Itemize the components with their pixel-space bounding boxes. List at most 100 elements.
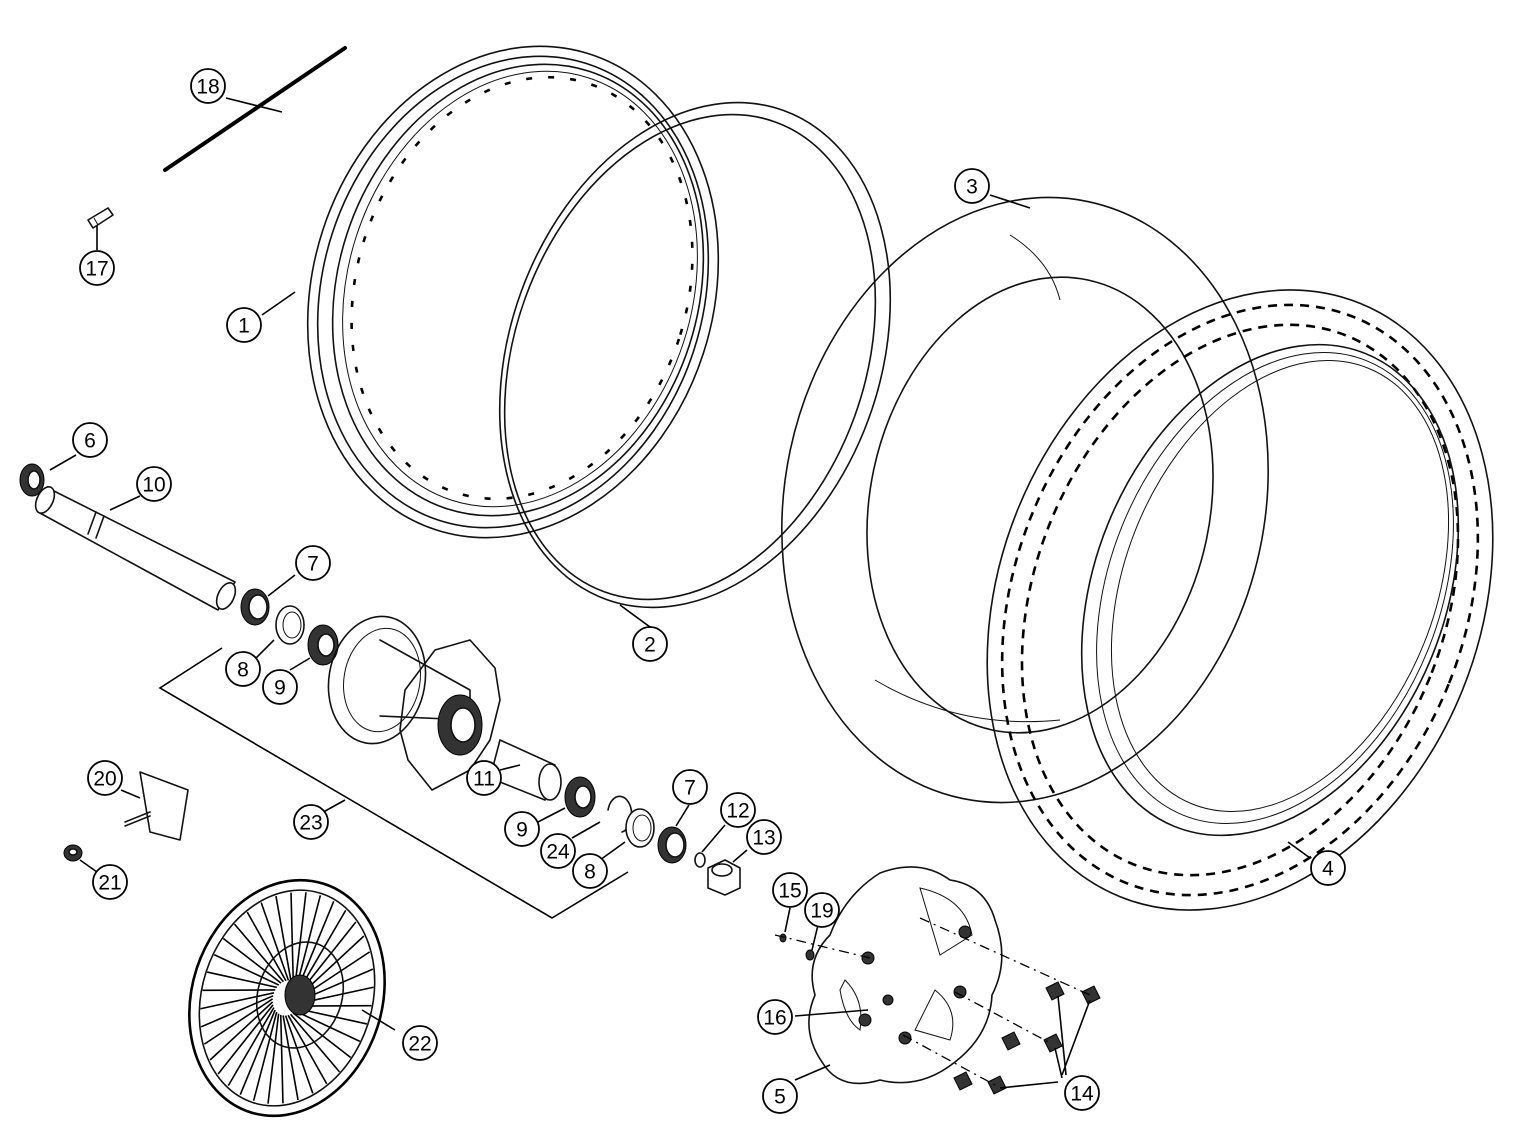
callout-21: 21 <box>92 864 128 900</box>
part-spacer-8-left <box>275 605 305 645</box>
wheel-spoke <box>233 923 285 983</box>
callout-9-left: 9 <box>262 669 298 705</box>
part-rim-band <box>498 101 892 609</box>
callout-label: 17 <box>85 258 108 281</box>
callout-label: 14 <box>1070 1083 1094 1106</box>
callout-14: 14 <box>1064 1075 1100 1111</box>
callout-20: 20 <box>87 760 123 796</box>
callout-label: 22 <box>408 1033 431 1056</box>
callout-label: 8 <box>584 861 596 884</box>
wheel-spoke <box>290 892 295 982</box>
callout-1: 1 <box>226 307 262 343</box>
wheel-spoke <box>279 1014 284 1104</box>
wheel-spoke <box>299 909 347 989</box>
callout-label: 18 <box>196 76 219 99</box>
callout-12: 12 <box>720 792 756 828</box>
part-disc-bolts <box>953 981 1101 1095</box>
callout-label: 24 <box>546 841 570 864</box>
leader-lines <box>49 97 1311 1089</box>
callout-label: 8 <box>237 659 249 682</box>
wheel-spoke <box>260 902 290 981</box>
callout-label: 2 <box>644 634 656 657</box>
callout-11: 11 <box>466 760 502 796</box>
part-seal-7-left <box>240 588 270 626</box>
wheel-spoke <box>294 1010 361 1043</box>
hub-assembly-bracket <box>158 647 629 919</box>
part-rim-lock-nut <box>63 844 83 862</box>
part-tire <box>986 289 1494 911</box>
part-assembled-wheel <box>188 878 386 1118</box>
callout-8-left: 8 <box>225 651 261 687</box>
callout-8-right: 8 <box>572 853 608 889</box>
part-axle <box>34 486 237 611</box>
callout-10: 10 <box>136 466 172 502</box>
wheel-spoke <box>222 937 282 984</box>
part-seal-7-right <box>657 826 687 864</box>
wheel-spoke <box>292 1012 352 1059</box>
callout-label: 9 <box>274 677 286 700</box>
callout-19: 19 <box>804 892 840 928</box>
part-spoke-nipple <box>87 207 114 229</box>
part-spacer-8-right <box>625 808 655 848</box>
wheel-spoke <box>206 971 278 989</box>
callout-label: 9 <box>516 819 528 842</box>
part-bearing-9-left <box>307 624 339 666</box>
part-screw-16 <box>882 994 894 1006</box>
callout-label: 20 <box>93 768 116 791</box>
wheel-spoke <box>209 1001 274 1061</box>
callout-7-left: 7 <box>295 545 331 581</box>
part-rim <box>306 45 720 539</box>
part-brake-disc <box>808 866 1003 1085</box>
callout-23: 23 <box>293 804 329 840</box>
centerlines <box>774 917 1091 1086</box>
callout-label: 10 <box>142 474 165 497</box>
wheel-spoke <box>200 995 274 1028</box>
callout-label: 15 <box>778 880 801 903</box>
callout-15: 15 <box>772 872 808 908</box>
callout-9-right: 9 <box>504 811 540 847</box>
wheel-spoke <box>227 1007 275 1087</box>
callout-17: 17 <box>79 250 115 286</box>
wheel-spoke <box>289 1013 341 1073</box>
wheel-spoke <box>284 1015 314 1094</box>
callout-16: 16 <box>757 999 793 1035</box>
wheel-spoke <box>203 998 274 1045</box>
callout-4: 4 <box>1310 850 1346 886</box>
callout-24: 24 <box>540 833 576 869</box>
part-washer <box>694 852 706 868</box>
callout-2: 2 <box>632 626 668 662</box>
callout-7-right: 7 <box>672 769 708 805</box>
wheel-spoke <box>296 895 322 985</box>
wheel-spoke <box>282 1015 299 1101</box>
wheel-spoke <box>294 892 307 983</box>
wheel-spoke <box>267 1013 280 1104</box>
callout-label: 21 <box>98 872 121 895</box>
wheel-spoke <box>246 911 287 982</box>
part-hub <box>327 615 501 791</box>
wheel-spoke <box>275 895 292 981</box>
callout-18: 18 <box>190 68 226 104</box>
callout-13: 13 <box>746 819 782 855</box>
callout-label: 1 <box>238 315 250 338</box>
callout-label: 13 <box>752 827 775 850</box>
wheel-spoke <box>287 1014 328 1085</box>
callout-label: 16 <box>763 1007 786 1030</box>
callout-label: 11 <box>473 768 495 791</box>
wheel-spoke <box>217 1004 274 1075</box>
callout-label: 5 <box>774 1086 786 1109</box>
wheel-spoke <box>200 992 275 1010</box>
callout-label: 6 <box>84 430 96 453</box>
part-seal-left <box>19 463 45 497</box>
wheel-spoke <box>213 953 280 986</box>
wheel-spoke <box>239 1009 276 1095</box>
part-bearing-9-right <box>564 776 596 818</box>
part-axle-nut <box>707 859 741 896</box>
callout-label: 7 <box>307 553 319 576</box>
callout-label: 3 <box>966 176 978 199</box>
callout-5: 5 <box>762 1078 798 1114</box>
part-spoke <box>163 46 347 172</box>
callout-label: 23 <box>299 812 322 835</box>
callout-22: 22 <box>402 1025 438 1061</box>
part-rim-lock <box>124 771 189 841</box>
